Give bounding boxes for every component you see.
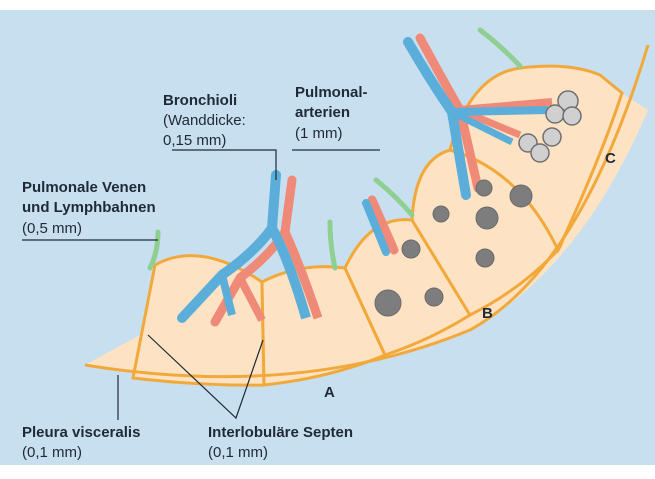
zone-label-a: A bbox=[324, 384, 335, 401]
label-pleura-detail: (0,1 mm) bbox=[22, 444, 82, 461]
label-pulmonal-arterien-detail: (1 mm) bbox=[295, 125, 343, 142]
label-bronchioli-detail-1: (Wanddicke: bbox=[163, 112, 246, 129]
label-venen-title-1: Pulmonale Venen bbox=[22, 179, 146, 196]
zone-label-c: C bbox=[605, 150, 616, 167]
label-bronchioli-title: Bronchioli bbox=[163, 92, 237, 109]
label-venen-detail: (0,5 mm) bbox=[22, 220, 82, 237]
label-bronchioli-detail-2: 0,15 mm) bbox=[163, 132, 226, 149]
label-venen-title-2: und Lymphbahnen bbox=[22, 199, 156, 216]
label-pulmonal-arterien-title-1: Pulmonal- bbox=[295, 84, 368, 101]
zone-label-b: B bbox=[482, 305, 493, 322]
label-pleura-title: Pleura visceralis bbox=[22, 424, 140, 441]
label-pulmonal-arterien-title-2: arterien bbox=[295, 104, 350, 121]
label-septen-detail: (0,1 mm) bbox=[208, 444, 268, 461]
label-septen-title: Interlobuläre Septen bbox=[208, 424, 353, 441]
